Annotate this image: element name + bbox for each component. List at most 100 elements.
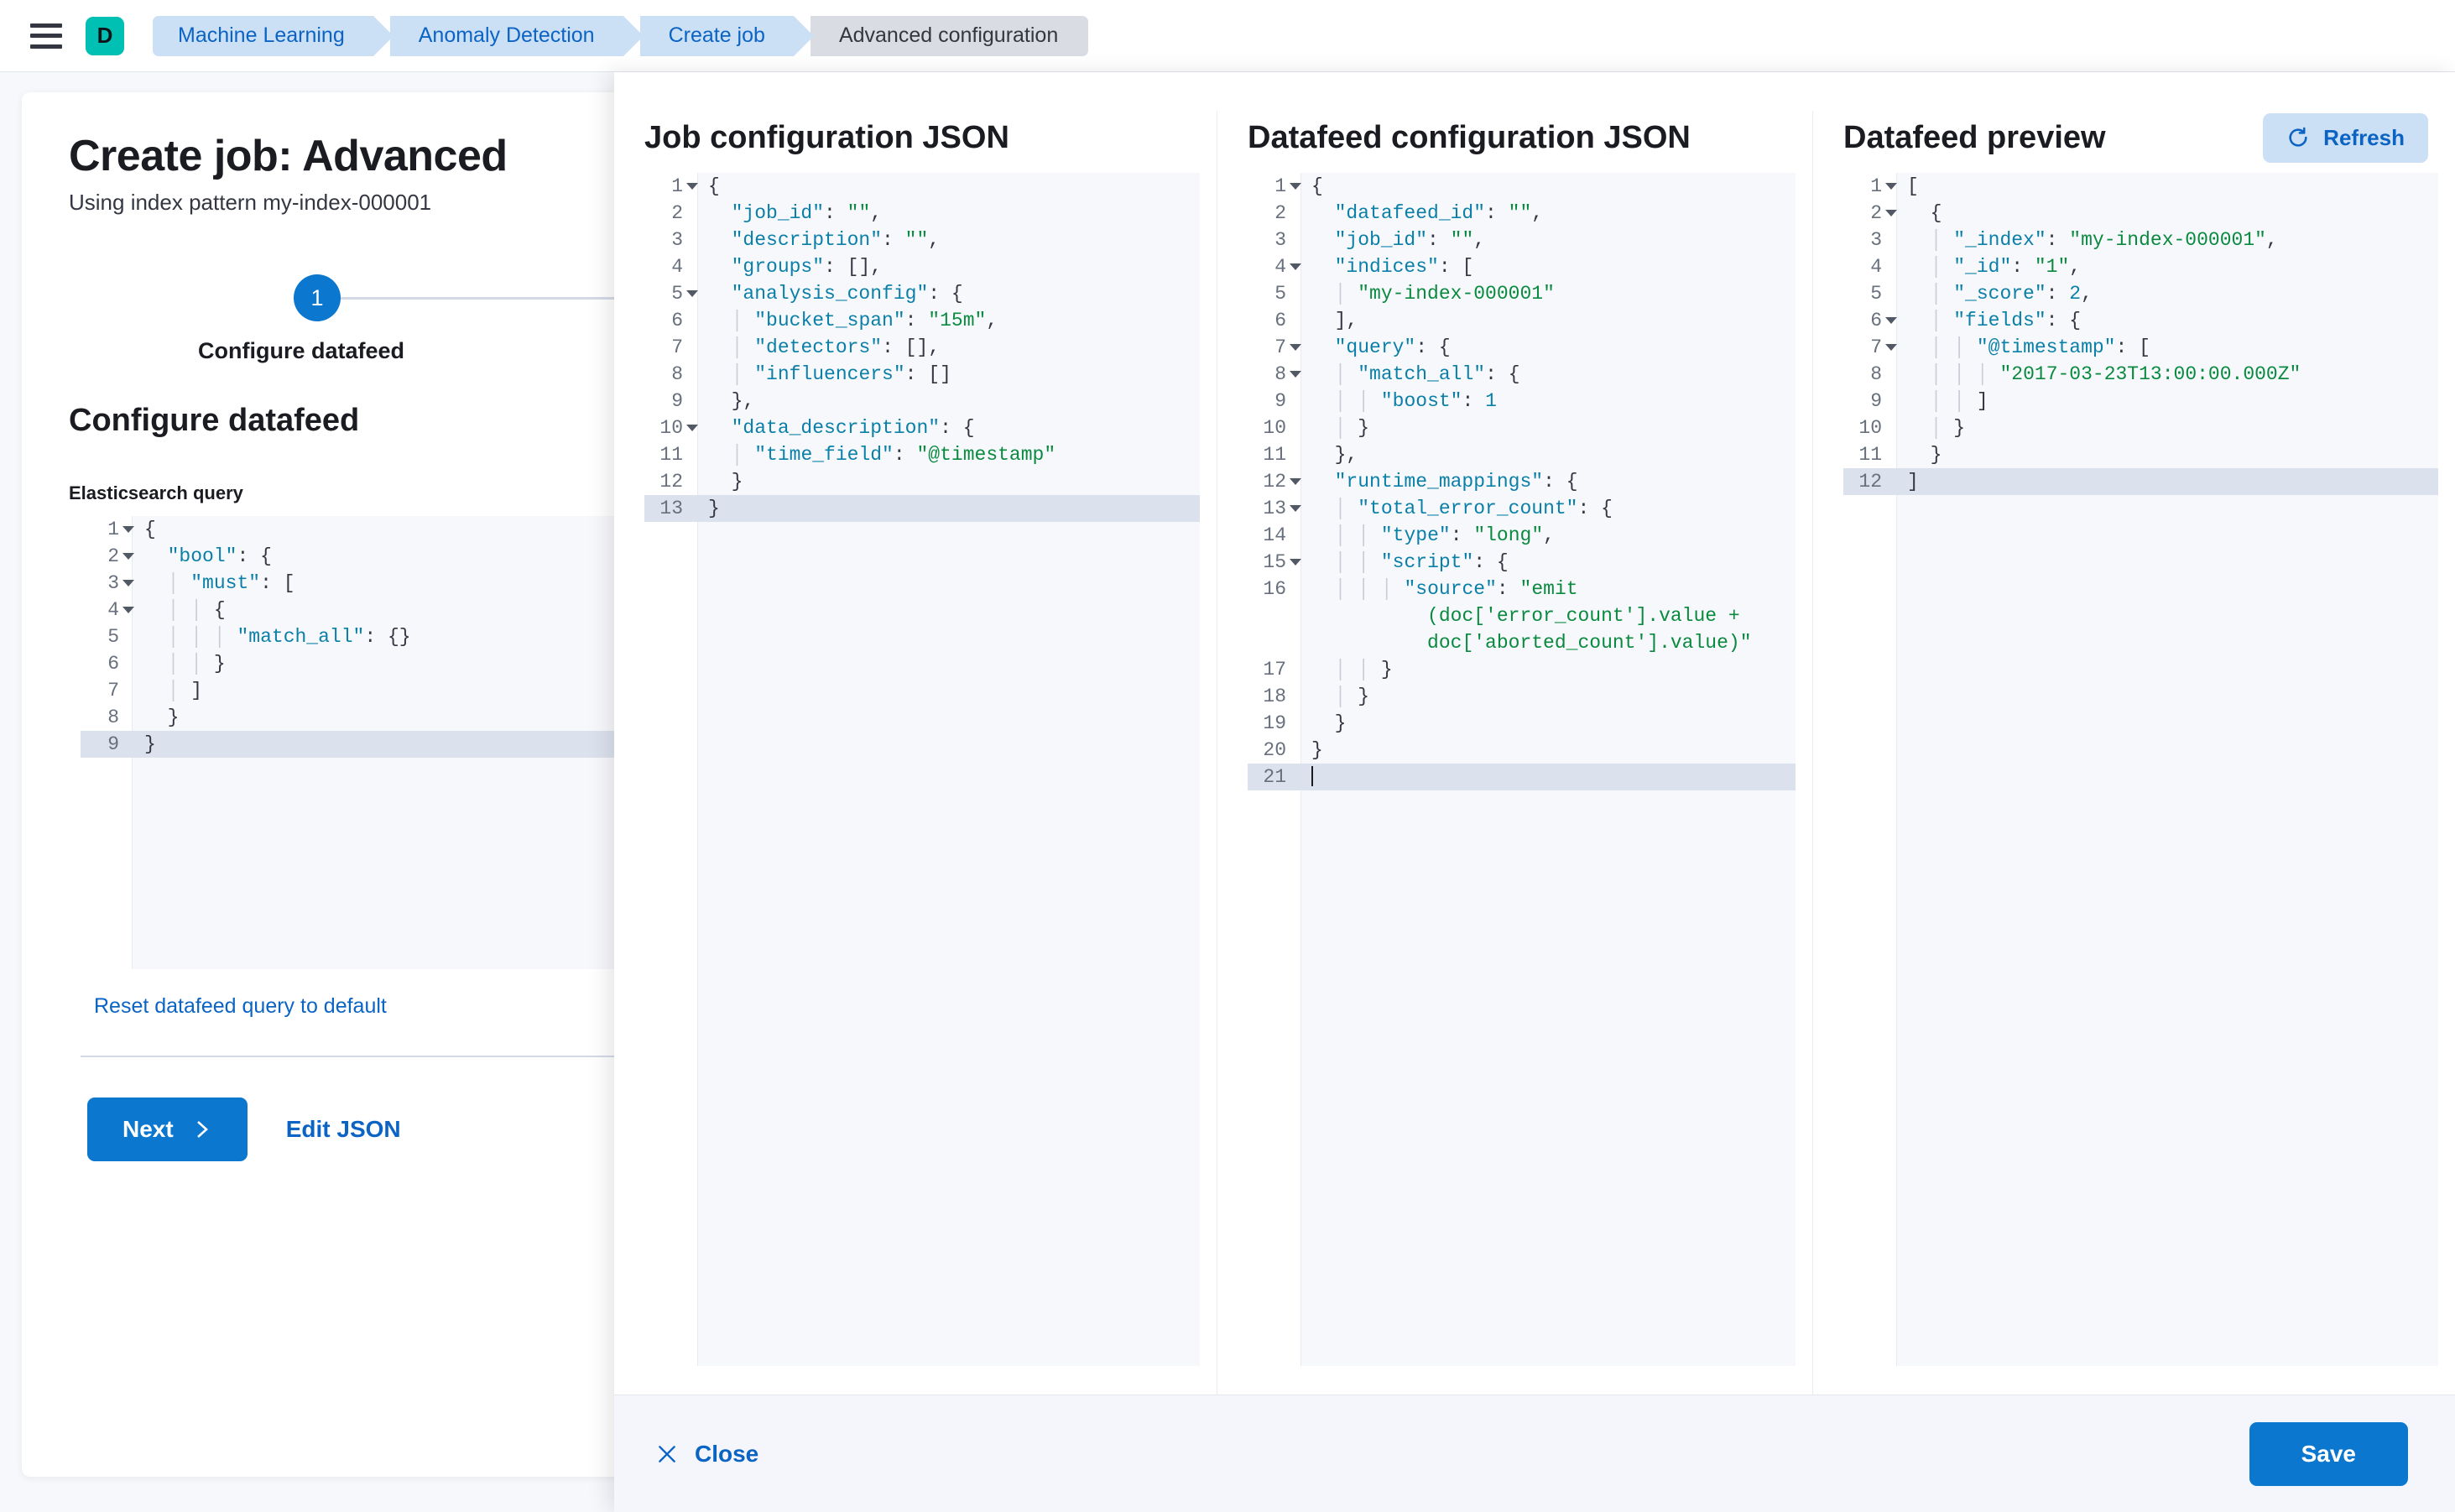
editor-line[interactable]: 3 │ "_index": "my-index-000001", [1843, 227, 2438, 253]
editor-line[interactable]: 19 } [1248, 710, 1796, 737]
editor-line[interactable]: 14 │ │ "type": "long", [1248, 522, 1796, 549]
editor-line[interactable]: 1{ [81, 516, 769, 543]
line-number: 4 [671, 256, 683, 278]
editor-line[interactable]: 8 } [81, 704, 769, 731]
editor-lines[interactable]: 1{2 "datafeed_id": "",3 "job_id": "",4 "… [1248, 173, 1796, 790]
editor-line[interactable]: 1{ [644, 173, 1200, 200]
code-fold-arrow-icon[interactable] [1290, 371, 1301, 378]
code-fold-arrow-icon[interactable] [122, 580, 134, 587]
code-text: │ │ "script": { [1334, 551, 1509, 573]
editor-line[interactable]: 10 │ } [1248, 414, 1796, 441]
editor-line[interactable]: 11 }, [1248, 441, 1796, 468]
hamburger-menu-icon[interactable] [30, 23, 62, 49]
editor-line[interactable]: 8 │ │ │ "2017-03-23T13:00:00.000Z" [1843, 361, 2438, 388]
editor-line[interactable]: 4 "groups": [], [644, 253, 1200, 280]
editor-line[interactable]: 5 │ "my-index-000001" [1248, 280, 1796, 307]
editor-line[interactable]: 2 "bool": { [81, 543, 769, 570]
avatar[interactable]: D [86, 16, 124, 55]
code-fold-arrow-icon[interactable] [686, 425, 698, 431]
editor-line[interactable]: 4 │ │ { [81, 597, 769, 623]
code-fold-arrow-icon[interactable] [122, 526, 134, 533]
editor-line[interactable]: 12] [1843, 468, 2438, 495]
code-fold-arrow-icon[interactable] [1290, 559, 1301, 566]
editor-line[interactable]: 5 │ "_score": 2, [1843, 280, 2438, 307]
refresh-button[interactable]: Refresh [2263, 112, 2428, 163]
editor-line[interactable]: 9 │ │ "boost": 1 [1248, 388, 1796, 414]
editor-line[interactable]: 13 │ "total_error_count": { [1248, 495, 1796, 522]
code-fold-arrow-icon[interactable] [686, 290, 698, 297]
next-button[interactable]: Next [87, 1098, 248, 1161]
step-indicator-1[interactable]: 1 [294, 274, 341, 321]
editor-line[interactable]: 12 } [644, 468, 1200, 495]
editor-line[interactable]: 7 "query": { [1248, 334, 1796, 361]
editor-line[interactable]: 2 "job_id": "", [644, 200, 1200, 227]
editor-lines[interactable]: 1{2 "job_id": "",3 "description": "",4 "… [644, 173, 1200, 522]
editor-line[interactable]: 6 │ │ } [81, 650, 769, 677]
editor-line[interactable]: 4 "indices": [ [1248, 253, 1796, 280]
editor-line[interactable]: 1[ [1843, 173, 2438, 200]
code-text: { [1311, 175, 1323, 197]
editor-line[interactable]: doc['aborted_count'].value)" [1248, 629, 1796, 656]
next-button-label: Next [122, 1116, 174, 1142]
edit-json-button[interactable]: Edit JSON [285, 1116, 401, 1142]
editor-line[interactable]: 11 } [1843, 441, 2438, 468]
editor-line[interactable]: 6 │ "bucket_span": "15m", [644, 307, 1200, 334]
editor-line[interactable]: 5 "analysis_config": { [644, 280, 1200, 307]
editor-line[interactable]: 13} [644, 495, 1200, 522]
editor-line[interactable]: 16 │ │ │ "source": "emit [1248, 576, 1796, 602]
editor-line[interactable]: 12 "runtime_mappings": { [1248, 468, 1796, 495]
breadcrumb-item-create-job[interactable]: Create job [639, 15, 815, 56]
editor-line[interactable]: 7 │ ] [81, 677, 769, 704]
editor-lines[interactable]: 1[2 {3 │ "_index": "my-index-000001",4 │… [1843, 173, 2438, 495]
line-number: 7 [107, 680, 119, 701]
code-fold-arrow-icon[interactable] [686, 183, 698, 190]
editor-line[interactable]: 7 │ │ "@timestamp": [ [1843, 334, 2438, 361]
code-fold-arrow-icon[interactable] [122, 607, 134, 613]
job-configuration-editor[interactable]: 1{2 "job_id": "",3 "description": "",4 "… [644, 173, 1200, 1366]
editor-line[interactable]: 6 ], [1248, 307, 1796, 334]
close-button[interactable]: Close [656, 1441, 758, 1468]
code-fold-arrow-icon[interactable] [1290, 505, 1301, 512]
editor-line[interactable]: 2 { [1843, 200, 2438, 227]
editor-line[interactable]: 1{ [1248, 173, 1796, 200]
editor-body[interactable] [644, 173, 1200, 1366]
code-fold-arrow-icon[interactable] [1885, 210, 1897, 216]
editor-line[interactable]: 3 "job_id": "", [1248, 227, 1796, 253]
editor-line[interactable]: 11 │ "time_field": "@timestamp" [644, 441, 1200, 468]
editor-line[interactable]: 2 "datafeed_id": "", [1248, 200, 1796, 227]
code-fold-arrow-icon[interactable] [1885, 317, 1897, 324]
editor-line[interactable]: 8 │ "influencers": [] [644, 361, 1200, 388]
editor-line[interactable]: 21 [1248, 764, 1796, 790]
breadcrumb-item-anomaly-detection[interactable]: Anomaly Detection [389, 15, 644, 56]
editor-body[interactable] [1843, 173, 2438, 1366]
editor-line[interactable]: 10 "data_description": { [644, 414, 1200, 441]
editor-line[interactable]: 5 │ │ │ "match_all": {} [81, 623, 769, 650]
editor-line[interactable]: 3 "description": "", [644, 227, 1200, 253]
code-fold-arrow-icon[interactable] [1290, 263, 1301, 270]
code-text: │ │ } [1334, 659, 1393, 680]
breadcrumb-item-machine-learning[interactable]: Machine Learning [153, 15, 394, 56]
editor-line[interactable]: 15 │ │ "script": { [1248, 549, 1796, 576]
editor-line[interactable]: 9 }, [644, 388, 1200, 414]
code-fold-arrow-icon[interactable] [1885, 344, 1897, 351]
editor-line[interactable]: 7 │ "detectors": [], [644, 334, 1200, 361]
reset-datafeed-query-link[interactable]: Reset datafeed query to default [94, 994, 387, 1018]
datafeed-preview-editor[interactable]: 1[2 {3 │ "_index": "my-index-000001",4 │… [1843, 173, 2438, 1366]
editor-line[interactable]: 6 │ "fields": { [1843, 307, 2438, 334]
code-fold-arrow-icon[interactable] [1290, 183, 1301, 190]
editor-line[interactable]: 17 │ │ } [1248, 656, 1796, 683]
editor-line[interactable]: 18 │ } [1248, 683, 1796, 710]
save-button[interactable]: Save [2249, 1421, 2408, 1486]
editor-line[interactable]: 9 │ │ ] [1843, 388, 2438, 414]
editor-line[interactable]: 4 │ "_id": "1", [1843, 253, 2438, 280]
datafeed-configuration-editor[interactable]: 1{2 "datafeed_id": "",3 "job_id": "",4 "… [1248, 173, 1796, 1366]
code-fold-arrow-icon[interactable] [1290, 344, 1301, 351]
editor-line[interactable]: 8 │ "match_all": { [1248, 361, 1796, 388]
code-fold-arrow-icon[interactable] [122, 553, 134, 560]
code-fold-arrow-icon[interactable] [1290, 478, 1301, 485]
editor-line[interactable]: 10 │ } [1843, 414, 2438, 441]
editor-line[interactable]: 20} [1248, 737, 1796, 764]
editor-line[interactable]: 3 │ "must": [ [81, 570, 769, 597]
editor-line[interactable]: (doc['error_count'].value + [1248, 602, 1796, 629]
code-fold-arrow-icon[interactable] [1885, 183, 1897, 190]
